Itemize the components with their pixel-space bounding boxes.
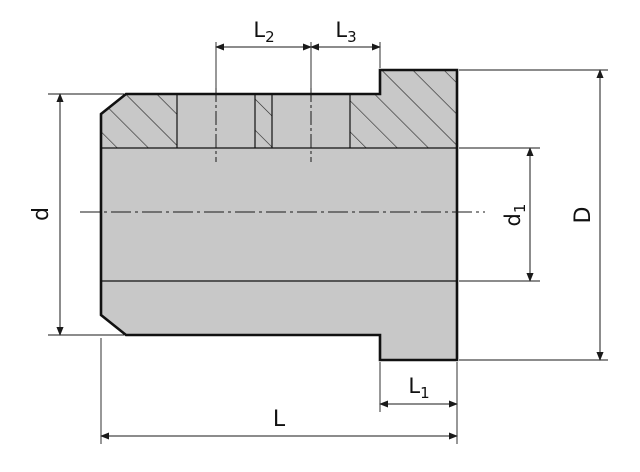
label-subscript: 1 xyxy=(420,384,430,402)
label-subscript: 3 xyxy=(347,28,357,46)
label-base: L xyxy=(253,18,265,42)
label-L1: L1 xyxy=(408,374,429,402)
label-base: L xyxy=(335,18,347,42)
label-L: L xyxy=(273,407,286,432)
label-D: D xyxy=(571,207,596,224)
label-subscript: 1 xyxy=(511,204,529,214)
label-L2: L2 xyxy=(253,18,274,46)
bushing-outline xyxy=(99,68,459,362)
label-L3: L3 xyxy=(335,18,356,46)
label-d1: d1 xyxy=(501,204,529,227)
label-base: d xyxy=(501,213,525,226)
label-d: d xyxy=(29,207,54,221)
label-subscript: 2 xyxy=(265,28,275,46)
label-base: L xyxy=(408,374,420,398)
